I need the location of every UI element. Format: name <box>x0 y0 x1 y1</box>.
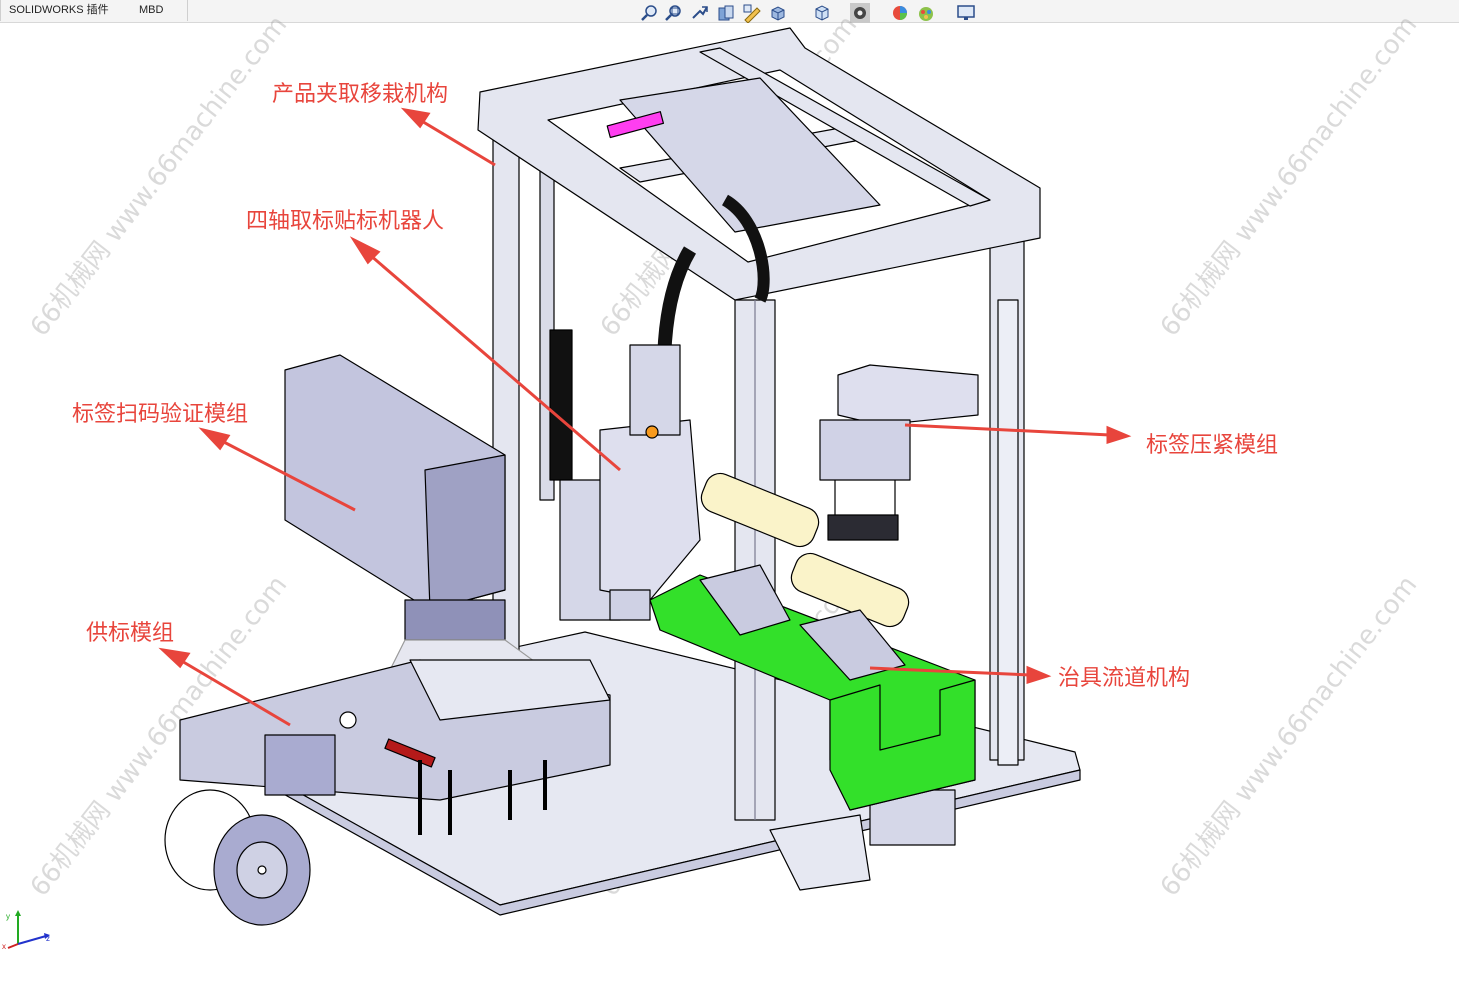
lower-carriage <box>769 814 871 891</box>
callout-fixture-track: 治具流道机构 <box>1058 666 1191 691</box>
callout-feeder: 供标模组 <box>86 621 175 646</box>
robot-tool <box>609 589 651 621</box>
callout-gripper-transfer: 产品夹取移栽机构 <box>272 82 449 107</box>
frame-post-right <box>997 299 1019 766</box>
robot-arm <box>599 419 701 601</box>
linear-module <box>619 77 881 233</box>
axis-x-label: x <box>2 942 6 951</box>
monitor-icon[interactable] <box>956 3 976 23</box>
zoom-area-icon[interactable] <box>664 3 684 23</box>
arrow-feeder <box>179 658 291 727</box>
view-settings-icon[interactable] <box>916 3 936 23</box>
axis-y-label: y <box>6 912 10 921</box>
robot-column <box>549 329 573 481</box>
arrow-gripper <box>419 118 496 167</box>
fixture-2 <box>799 609 906 681</box>
fixture-end-block <box>829 679 976 811</box>
fixture-1 <box>699 564 791 636</box>
top-crossbar-2 <box>699 47 991 207</box>
press-cylinder <box>837 364 979 426</box>
cable-chain <box>721 194 770 303</box>
tab-solidworks-addins[interactable]: SOLIDWORKS 插件 <box>0 0 132 21</box>
axis-z-label: z <box>46 934 50 943</box>
press-roller <box>827 514 899 541</box>
axis-triad <box>7 910 50 949</box>
zoom-to-fit-icon[interactable] <box>640 3 660 23</box>
tab-mbd[interactable]: MBD <box>131 0 188 21</box>
hide-show-items-icon[interactable] <box>812 3 832 23</box>
press-body <box>819 419 911 481</box>
callout-scan-verify: 标签扫码验证模组 <box>72 402 249 427</box>
arrow-scanner <box>219 438 356 512</box>
previous-view-icon[interactable] <box>690 3 710 23</box>
arrow-fixture-track <box>869 666 1031 677</box>
feeder-red-strip <box>384 738 436 768</box>
callout-press: 标签压紧模组 <box>1146 433 1279 458</box>
feeder-bracket <box>264 734 336 796</box>
scanner-face <box>424 454 506 611</box>
product-1 <box>700 472 820 548</box>
display-style-icon[interactable] <box>768 3 788 23</box>
callout-robot: 四轴取标贴标机器人 <box>246 209 445 234</box>
feeder-top <box>409 659 611 721</box>
magenta-tag <box>606 111 665 139</box>
edit-appearance-icon[interactable] <box>850 3 870 23</box>
view-orientation-icon[interactable] <box>742 3 762 23</box>
section-view-icon[interactable] <box>716 3 736 23</box>
apply-scene-icon[interactable] <box>890 3 910 23</box>
arrow-press <box>904 423 1111 437</box>
arrow-robot <box>369 253 621 472</box>
robot-arm-upper <box>629 344 681 436</box>
scanner-lens <box>404 599 506 641</box>
product-2 <box>790 552 910 628</box>
